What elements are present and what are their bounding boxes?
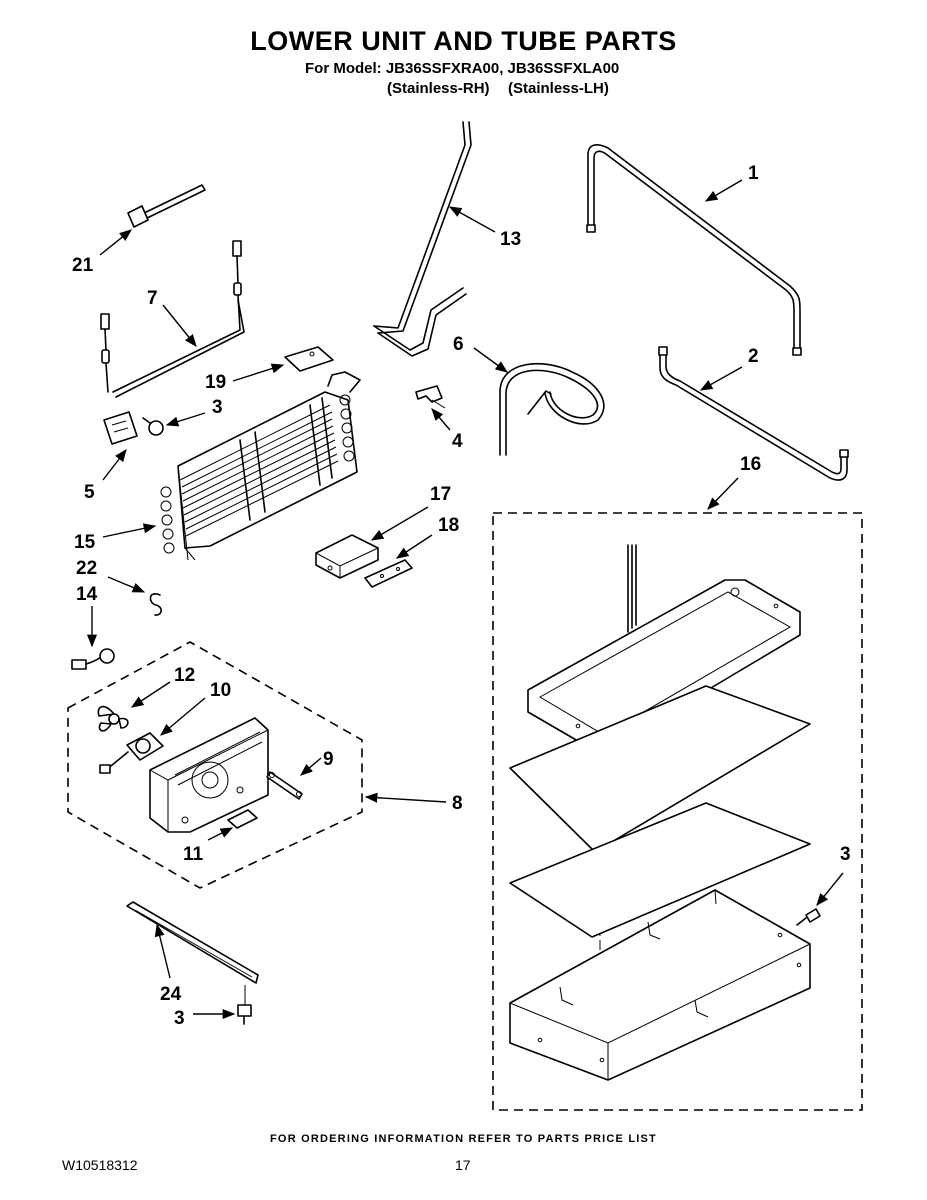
part-17-cup bbox=[315, 534, 379, 579]
callout-8: 8 bbox=[452, 793, 463, 814]
variant-rh: (Stainless-RH) bbox=[387, 80, 490, 97]
part-2-tube bbox=[658, 346, 849, 481]
leader-24 bbox=[154, 923, 171, 979]
part-24-rail bbox=[126, 901, 259, 984]
callout-10: 10 bbox=[210, 680, 231, 701]
part-14-sensor bbox=[71, 648, 115, 670]
leader-9 bbox=[300, 757, 322, 776]
page-title: LOWER UNIT AND TUBE PARTS bbox=[250, 26, 677, 56]
callout-3a: 3 bbox=[212, 397, 223, 418]
leader-18 bbox=[395, 534, 433, 559]
leader-16 bbox=[707, 477, 739, 510]
leader-12 bbox=[130, 681, 171, 708]
part-1-tube bbox=[586, 144, 802, 356]
leader-7 bbox=[162, 304, 197, 347]
part-15-evaporator bbox=[160, 371, 361, 561]
callout-9: 9 bbox=[323, 749, 334, 770]
part-13-tube bbox=[373, 121, 472, 357]
callout-18: 18 bbox=[438, 515, 459, 536]
callout-13: 13 bbox=[500, 229, 521, 250]
callout-5: 5 bbox=[84, 482, 95, 503]
leader-22 bbox=[107, 576, 146, 593]
callout-11: 11 bbox=[183, 844, 204, 865]
part-22-s-hook bbox=[149, 593, 162, 616]
part-6-tube-loop bbox=[499, 362, 605, 456]
part-5-bracket bbox=[103, 411, 138, 445]
part-3-screw-b bbox=[237, 985, 252, 1025]
part-9-bracket bbox=[266, 771, 303, 800]
leader-6 bbox=[473, 347, 509, 373]
callout-16: 16 bbox=[740, 454, 761, 475]
callout-7: 7 bbox=[147, 288, 158, 309]
part-3-screw-c bbox=[796, 908, 821, 926]
leader-3c bbox=[816, 872, 844, 906]
variant-lh: (Stainless-LH) bbox=[508, 80, 609, 97]
leader-5 bbox=[102, 449, 127, 481]
part-8-fan-housing bbox=[149, 717, 269, 833]
callout-3c: 3 bbox=[840, 844, 851, 865]
leader-21 bbox=[99, 229, 132, 256]
callout-22: 22 bbox=[76, 558, 97, 579]
callout-14: 14 bbox=[76, 584, 98, 605]
callout-1: 1 bbox=[748, 163, 759, 184]
model-line: For Model: JB36SSFXRA00, JB36SSFXLA00 bbox=[305, 60, 620, 77]
part-16-lower-tray bbox=[509, 889, 811, 1081]
leader-15 bbox=[102, 523, 157, 538]
document-number: W10518312 bbox=[62, 1157, 138, 1173]
leader-11 bbox=[207, 827, 234, 841]
leader-10 bbox=[160, 697, 206, 736]
callout-17: 17 bbox=[430, 484, 451, 505]
leader-2 bbox=[699, 366, 743, 391]
part-7-wire-harness bbox=[100, 240, 245, 398]
callout-12: 12 bbox=[174, 665, 195, 686]
part-19-pad bbox=[284, 346, 334, 372]
callout-24: 24 bbox=[160, 984, 182, 1005]
part-11-clip bbox=[227, 809, 258, 829]
part-8-kit-boundary bbox=[67, 641, 363, 889]
leader-1 bbox=[704, 179, 743, 202]
callout-2: 2 bbox=[748, 346, 759, 367]
part-16-insulation-sheets bbox=[509, 685, 811, 938]
callout-4: 4 bbox=[452, 431, 463, 452]
leader-17 bbox=[370, 506, 429, 541]
leader-8 bbox=[364, 792, 447, 803]
part-10-fan-motor bbox=[99, 732, 164, 774]
leader-19 bbox=[232, 363, 285, 382]
part-3-screw-a bbox=[142, 417, 164, 436]
part-16-kit-boundary bbox=[492, 512, 863, 1111]
part-18-plate bbox=[364, 559, 413, 588]
part-21-cable-tie bbox=[127, 184, 206, 228]
callout-6: 6 bbox=[453, 334, 464, 355]
part-12-fan-blade bbox=[97, 705, 129, 732]
part-16-drain-pan bbox=[527, 544, 801, 749]
leader-3a bbox=[165, 412, 206, 427]
callout-15: 15 bbox=[74, 532, 96, 553]
page-number: 17 bbox=[455, 1157, 471, 1173]
leader-13 bbox=[448, 206, 496, 233]
callout-3b: 3 bbox=[174, 1008, 185, 1029]
ordering-note: FOR ORDERING INFORMATION REFER TO PARTS … bbox=[270, 1133, 657, 1145]
leader-4 bbox=[431, 408, 451, 431]
callout-19: 19 bbox=[205, 372, 226, 393]
callout-21: 21 bbox=[72, 255, 94, 276]
part-4-clip bbox=[415, 385, 446, 409]
